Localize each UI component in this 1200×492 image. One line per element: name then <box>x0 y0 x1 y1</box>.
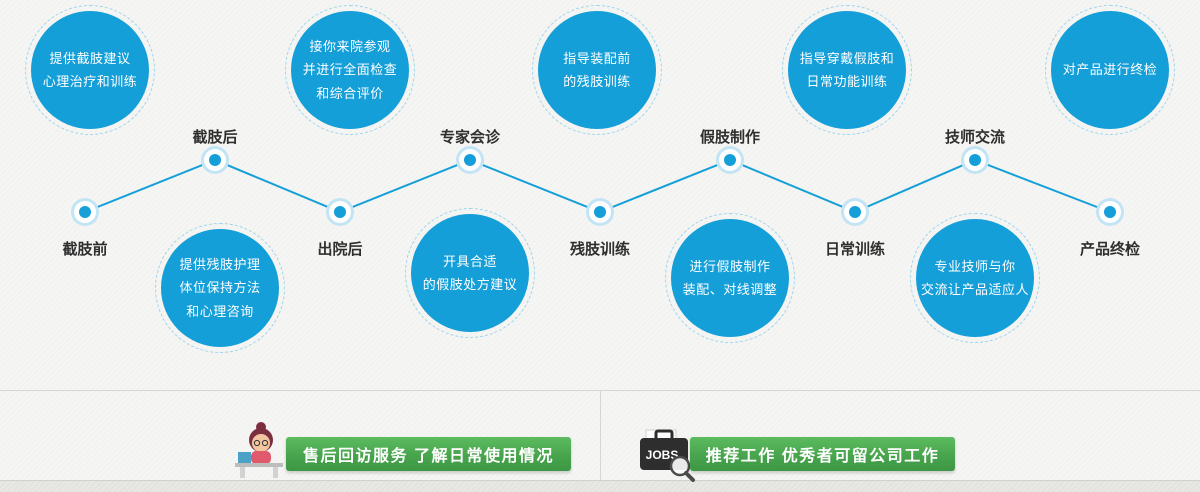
customer-service-illustration-icon <box>235 422 283 478</box>
timeline-label-pre-amputation: 截肢前 <box>62 241 108 258</box>
info-bubble-hospital-visit: 接你来院参观 并进行全面检查 和综合评价 <box>285 5 415 135</box>
timeline-label-technician-talk: 技师交流 <box>944 129 1006 146</box>
timeline-node-post-amputation <box>204 149 226 171</box>
timeline-label-post-discharge: 出院后 <box>317 241 363 258</box>
info-bubble-amputation-advice: 提供截肢建议 心理治疗和训练 <box>25 5 155 135</box>
timeline-node-post-discharge <box>329 201 351 223</box>
timeline-node-stump-training <box>589 201 611 223</box>
info-bubble-fabrication-fitting: 进行假肢制作 装配、对线调整 <box>665 213 795 343</box>
footer-strip <box>0 480 1200 492</box>
timeline-label-prosthesis-making: 假肢制作 <box>699 129 761 146</box>
after-sales-service-banner-label: 售后回访服务 了解日常使用情况 <box>303 448 554 465</box>
timeline-node-final-check <box>1099 201 1121 223</box>
after-sales-service-banner[interactable]: 售后回访服务 了解日常使用情况 <box>286 437 571 471</box>
timeline-label-final-check: 产品终检 <box>1079 241 1141 258</box>
info-bubble-wearing-training: 指导穿戴假肢和 日常功能训练 <box>782 5 912 135</box>
timeline-label-stump-training: 残肢训练 <box>569 241 631 258</box>
timeline-node-pre-amputation <box>74 201 96 223</box>
info-bubble-prescription: 开具合适 的假肢处方建议 <box>405 208 535 338</box>
timeline-node-expert-consult <box>459 149 481 171</box>
timeline-node-prosthesis-making <box>719 149 741 171</box>
timeline-node-technician-talk <box>964 149 986 171</box>
info-bubble-stump-care: 提供残肢护理 体位保持方法 和心理咨询 <box>155 223 285 353</box>
info-bubble-final-inspection: 对产品进行终检 <box>1045 5 1175 135</box>
job-recommendation-banner-label: 推荐工作 优秀者可留公司工作 <box>705 448 940 465</box>
jobs-icon-label: JOBS <box>646 448 679 462</box>
info-bubble-preassembly-training: 指导装配前 的残肢训练 <box>532 5 662 135</box>
timeline-node-daily-training <box>844 201 866 223</box>
section-divider-vertical <box>600 390 601 480</box>
timeline-label-daily-training: 日常训练 <box>824 241 886 258</box>
timeline-label-expert-consult: 专家会诊 <box>439 129 501 146</box>
timeline-label-post-amputation: 截肢后 <box>192 129 238 146</box>
jobs-briefcase-icon: JOBS <box>640 429 695 482</box>
info-bubble-technician-exchange: 专业技师与你 交流让产品适应人 <box>910 213 1040 343</box>
job-recommendation-banner[interactable]: 推荐工作 优秀者可留公司工作 <box>690 437 955 471</box>
